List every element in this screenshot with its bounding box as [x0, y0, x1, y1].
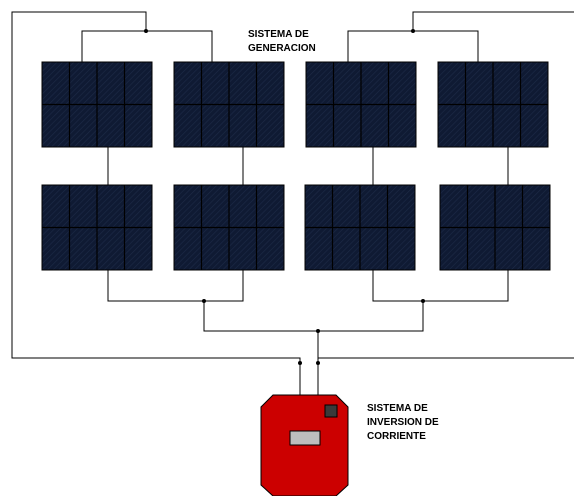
junction-node	[202, 299, 206, 303]
solar-panel	[41, 61, 153, 148]
generation-system-label: SISTEMA DE GENERACION	[248, 28, 316, 56]
solar-panel	[305, 61, 417, 148]
solar-panel	[173, 61, 285, 148]
junction-node	[316, 361, 320, 365]
inverter-label-line-2: INVERSION DE	[367, 417, 439, 428]
solar-panel	[439, 184, 551, 271]
right-bottom-bus-wire	[372, 270, 509, 302]
solar-panel	[173, 184, 285, 271]
combiner-wire	[203, 301, 424, 332]
left-bottom-bus-wire	[107, 270, 244, 302]
inverter-indicator	[324, 404, 338, 418]
junction-node	[144, 29, 148, 33]
inverter-display	[289, 430, 321, 446]
junction-node	[421, 299, 425, 303]
junction-node	[316, 329, 320, 333]
solar-panel	[304, 184, 416, 271]
inverter-system-label: SISTEMA DE INVERSION DE CORRIENTE	[367, 402, 439, 444]
right-top-bus-wire	[347, 30, 479, 62]
solar-panel	[437, 61, 549, 148]
inverter-label-line-3: CORRIENTE	[367, 431, 426, 442]
junction-node	[298, 361, 302, 365]
generation-label-line-1: SISTEMA DE	[248, 29, 309, 40]
solar-panel	[41, 184, 153, 271]
left-top-bus-wire	[81, 30, 213, 62]
junction-node	[411, 29, 415, 33]
right-outer-wire	[412, 11, 574, 31]
generation-label-line-2: GENERACION	[248, 43, 316, 54]
inverter-label-line-1: SISTEMA DE	[367, 403, 428, 414]
